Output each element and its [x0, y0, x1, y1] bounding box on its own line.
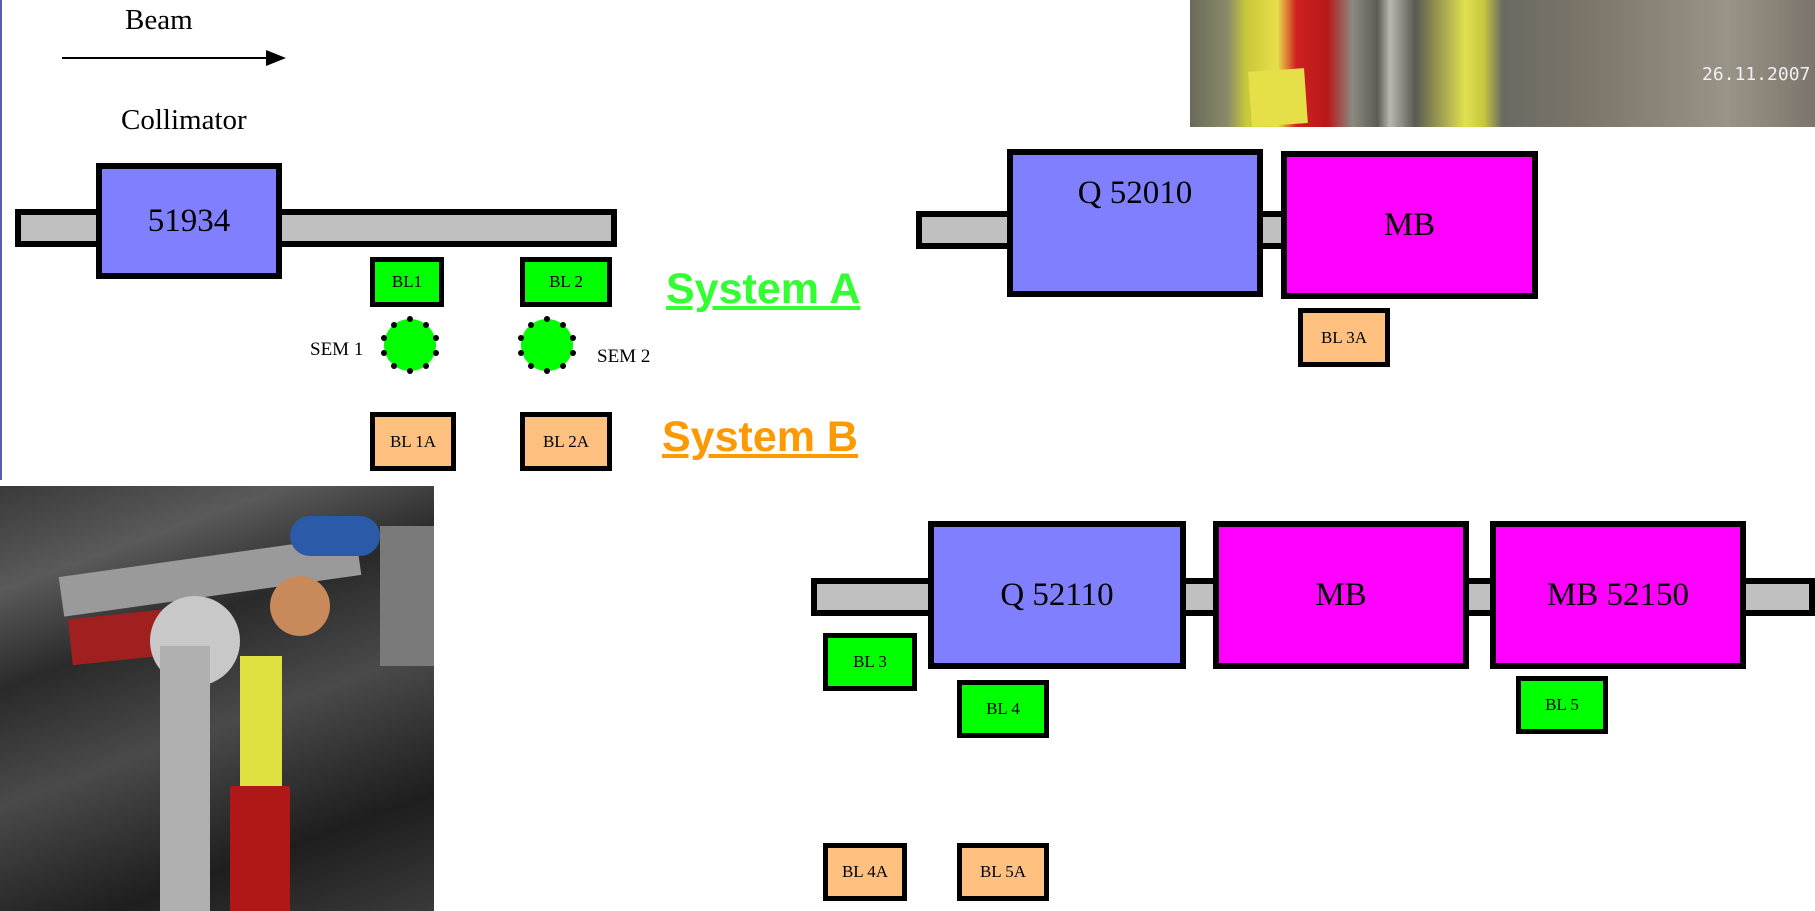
dipole-mb-top-label: MB	[1384, 207, 1435, 244]
dipole-mb52150-label: MB 52150	[1547, 577, 1689, 614]
quadrupole-q52110-box: Q 52110	[928, 521, 1186, 669]
quadrupole-q52010-label: Q 52010	[1078, 175, 1193, 212]
system-a-title: System A	[666, 265, 860, 314]
collimator-51934-box: 51934	[96, 163, 282, 279]
monitor-bl1a-label: BL 1A	[390, 432, 436, 452]
sem1-label: SEM 1	[310, 339, 363, 361]
slide-left-rule	[0, 0, 2, 480]
monitor-bl5a-label: BL 5A	[980, 862, 1026, 882]
monitor-bl3a-label: BL 3A	[1321, 328, 1367, 348]
monitor-bl2-label: BL 2	[549, 272, 583, 292]
dipole-mb-bottom-label: MB	[1315, 577, 1366, 614]
monitor-bl3: BL 3	[823, 633, 917, 691]
monitor-bl1: BL1	[370, 257, 444, 307]
monitor-bl4a-label: BL 4A	[842, 862, 888, 882]
monitor-bl3-label: BL 3	[853, 652, 887, 672]
monitor-bl4a: BL 4A	[823, 843, 907, 901]
monitor-bl2a: BL 2A	[520, 412, 612, 471]
beam-label: Beam	[125, 4, 193, 37]
dipole-mb-top-box: MB	[1281, 151, 1538, 299]
monitor-bl4: BL 4	[957, 680, 1049, 738]
monitor-bl2a-label: BL 2A	[543, 432, 589, 452]
dipole-mb52150-box: MB 52150	[1490, 521, 1746, 669]
photo-beamline-equipment	[0, 486, 434, 911]
sem2-label: SEM 2	[597, 346, 650, 368]
monitor-bl1a: BL 1A	[370, 412, 456, 471]
monitor-bl5a: BL 5A	[957, 843, 1049, 901]
monitor-bl4-label: BL 4	[986, 699, 1020, 719]
monitor-bl1-label: BL1	[392, 272, 422, 292]
sem2-circle	[521, 319, 573, 371]
monitor-bl5: BL 5	[1516, 676, 1608, 734]
dipole-mb-bottom-box: MB	[1213, 521, 1469, 669]
collimator-51934-label: 51934	[148, 203, 231, 240]
photo-date-stamp: 26.11.2007	[1702, 64, 1810, 85]
monitor-bl3a: BL 3A	[1298, 308, 1390, 367]
system-b-title: System B	[662, 413, 858, 462]
collimator-label: Collimator	[121, 104, 247, 137]
quadrupole-q52010-box: Q 52010	[1007, 149, 1263, 297]
photo-detector-closeup: 26.11.2007	[1190, 0, 1815, 127]
monitor-bl5-label: BL 5	[1545, 695, 1579, 715]
quadrupole-q52110-label: Q 52110	[1000, 577, 1113, 614]
photo-handwritten-tag	[1248, 68, 1308, 127]
monitor-bl2: BL 2	[520, 257, 612, 307]
beam-arrow-icon	[60, 48, 288, 68]
sem1-circle	[384, 319, 436, 371]
